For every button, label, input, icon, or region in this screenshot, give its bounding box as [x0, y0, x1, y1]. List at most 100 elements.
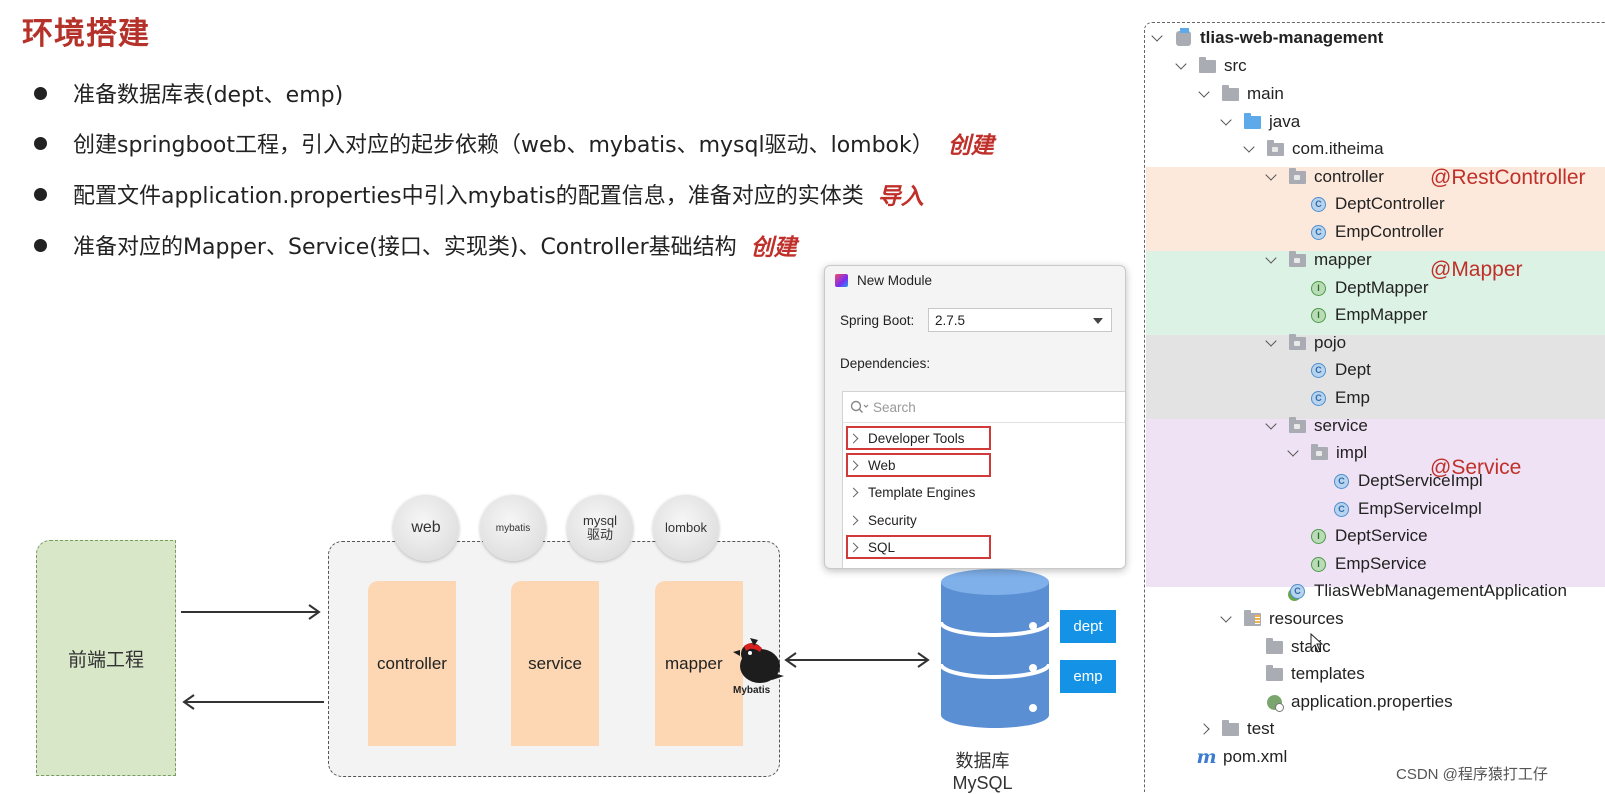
chevron-right-icon[interactable] — [1198, 723, 1210, 735]
interface-icon: I — [1310, 307, 1327, 324]
tree-row-dept-mapper[interactable]: I DeptMapper — [1310, 274, 1429, 302]
interface-icon: I — [1310, 280, 1327, 297]
intellij-logo-icon — [835, 274, 848, 287]
spring-boot-version-select[interactable]: 2.7.5 — [928, 308, 1112, 332]
tree-row-emp[interactable]: C Emp — [1310, 384, 1370, 412]
watermark: CSDN @程序猿打工仔 — [1396, 766, 1548, 783]
bullet-3: 配置文件application.properties中引入mybatis的配置信… — [34, 179, 924, 210]
folder-icon — [1222, 719, 1239, 738]
tree-row-dept-service[interactable]: I DeptService — [1310, 522, 1428, 550]
mouse-cursor-icon — [1310, 633, 1324, 653]
chevron-down-icon[interactable] — [1243, 141, 1255, 153]
source-folder-icon — [1244, 112, 1261, 131]
tree-row-label: mapper — [1314, 250, 1372, 269]
tree-row-pojo[interactable]: pojo — [1265, 329, 1346, 357]
tree-row-emp-mapper[interactable]: I EmpMapper — [1310, 301, 1428, 329]
tree-row-service[interactable]: service — [1265, 412, 1368, 440]
tree-row-java[interactable]: java — [1220, 108, 1300, 136]
chevron-right-icon — [848, 542, 859, 552]
dependency-item-sql[interactable]: SQL — [846, 535, 991, 559]
handwritten-note: 创建 — [947, 132, 994, 159]
slide-title: 环境搭建 — [22, 16, 150, 52]
tree-row-label: templates — [1291, 664, 1365, 683]
controller-package-highlight — [1146, 167, 1605, 251]
tree-row-application-properties[interactable]: application.properties — [1266, 688, 1453, 716]
mapper-db-arrow — [784, 652, 930, 668]
tree-row-dept-controller[interactable]: C DeptController — [1310, 190, 1445, 218]
dependency-item-security[interactable]: Security — [846, 508, 917, 532]
layer-controller: controller — [368, 581, 456, 746]
dependency-search-input[interactable]: Search — [843, 392, 1125, 423]
folder-icon — [1222, 84, 1239, 103]
bullet-2: 创建springboot工程，引入对应的起步依赖（web、mybatis、mys… — [34, 128, 994, 159]
tree-row-label: main — [1247, 84, 1284, 103]
tree-row-label: Dept — [1335, 360, 1371, 379]
tree-row-controller[interactable]: controller — [1265, 163, 1384, 191]
tree-row-com-itheima[interactable]: com.itheima — [1243, 135, 1384, 163]
tree-row-src[interactable]: src — [1175, 52, 1247, 80]
dependency-web: web — [393, 495, 459, 561]
tree-row-tlias-web-management-application[interactable]: C TliasWebManagementApplication — [1289, 577, 1567, 605]
tree-row-emp-service-impl[interactable]: C EmpServiceImpl — [1333, 495, 1482, 523]
tree-row-label: resources — [1269, 609, 1344, 628]
maven-icon: m — [1196, 746, 1217, 768]
bullet-text: 创建springboot工程，引入对应的起步依赖（web、mybatis、mys… — [73, 133, 934, 158]
chevron-right-icon — [848, 487, 859, 497]
resources-folder-icon — [1244, 609, 1261, 628]
tree-row-label: TliasWebManagementApplication — [1314, 581, 1567, 600]
tree-row-templates[interactable]: templates — [1266, 660, 1365, 688]
chevron-down-icon[interactable] — [1265, 335, 1277, 347]
pojo-package-highlight — [1146, 335, 1605, 419]
bullet-dot — [34, 86, 47, 100]
table-tag-dept: dept — [1060, 610, 1116, 643]
chevron-down-icon[interactable] — [1287, 445, 1299, 457]
annotation-mapper: @Mapper — [1430, 258, 1523, 281]
tree-row-test[interactable]: test — [1198, 715, 1275, 743]
tree-row-label: test — [1247, 719, 1275, 738]
tree-row-label: pom.xml — [1223, 747, 1288, 766]
tree-row-label: controller — [1314, 167, 1384, 186]
chevron-right-icon — [848, 515, 859, 525]
table-tag-emp: emp — [1060, 660, 1116, 693]
search-icon — [850, 400, 869, 413]
chevron-down-icon[interactable] — [1220, 114, 1232, 126]
project-tree — [1144, 22, 1605, 792]
bullet-1: 准备数据库表(dept、emp) — [34, 78, 343, 108]
dependency-item-label: Security — [868, 512, 917, 528]
chevron-down-icon[interactable] — [1220, 611, 1232, 623]
tree-row-label: EmpService — [1335, 554, 1427, 573]
dependency-item-template-engines[interactable]: Template Engines — [846, 480, 975, 504]
search-placeholder: Search — [873, 399, 916, 415]
package-icon — [1289, 250, 1306, 269]
tree-row-impl[interactable]: impl — [1287, 439, 1367, 467]
bullet-dot — [34, 187, 47, 201]
bullet-text: 准备对应的Mapper、Service(接口、实现类)、Controller基础… — [73, 235, 737, 260]
chevron-down-icon[interactable] — [1151, 30, 1163, 42]
tree-row-resources[interactable]: resources — [1220, 605, 1344, 633]
tree-row-dept[interactable]: C Dept — [1310, 356, 1371, 384]
dependency-item-label: Developer Tools — [868, 430, 965, 446]
chevron-down-icon[interactable] — [1175, 58, 1187, 70]
dependency-item-web[interactable]: Web — [846, 453, 991, 477]
dependency-item-developer-tools[interactable]: Developer Tools — [846, 426, 991, 450]
tree-row-label: EmpServiceImpl — [1358, 499, 1482, 518]
bullet-text: 配置文件application.properties中引入mybatis的配置信… — [73, 184, 864, 209]
chevron-down-icon[interactable] — [1198, 86, 1210, 98]
tree-row-main[interactable]: main — [1198, 80, 1284, 108]
folder-icon — [1199, 56, 1216, 75]
new-module-dialog: New Module Spring Boot: 2.7.5 Dependenci… — [824, 265, 1126, 569]
tree-row-dept-service-impl[interactable]: C DeptServiceImpl — [1333, 467, 1483, 495]
tree-row-tlias-web-management[interactable]: tlias-web-management — [1151, 24, 1383, 52]
bullet-dot — [34, 238, 47, 252]
annotation-rest-controller: @RestController — [1430, 166, 1586, 189]
tree-row-label: EmpController — [1335, 222, 1444, 241]
chevron-down-icon[interactable] — [1265, 418, 1277, 430]
class-icon: C — [1310, 362, 1327, 379]
chevron-down-icon[interactable] — [1265, 252, 1277, 264]
tree-row-label: EmpMapper — [1335, 305, 1428, 324]
chevron-down-icon[interactable] — [1265, 169, 1277, 181]
tree-row-mapper[interactable]: mapper — [1265, 246, 1372, 274]
tree-row-emp-service[interactable]: I EmpService — [1310, 550, 1427, 578]
tree-row-emp-controller[interactable]: C EmpController — [1310, 218, 1444, 246]
tree-row-pom-xml[interactable]: m pom.xml — [1196, 743, 1288, 771]
